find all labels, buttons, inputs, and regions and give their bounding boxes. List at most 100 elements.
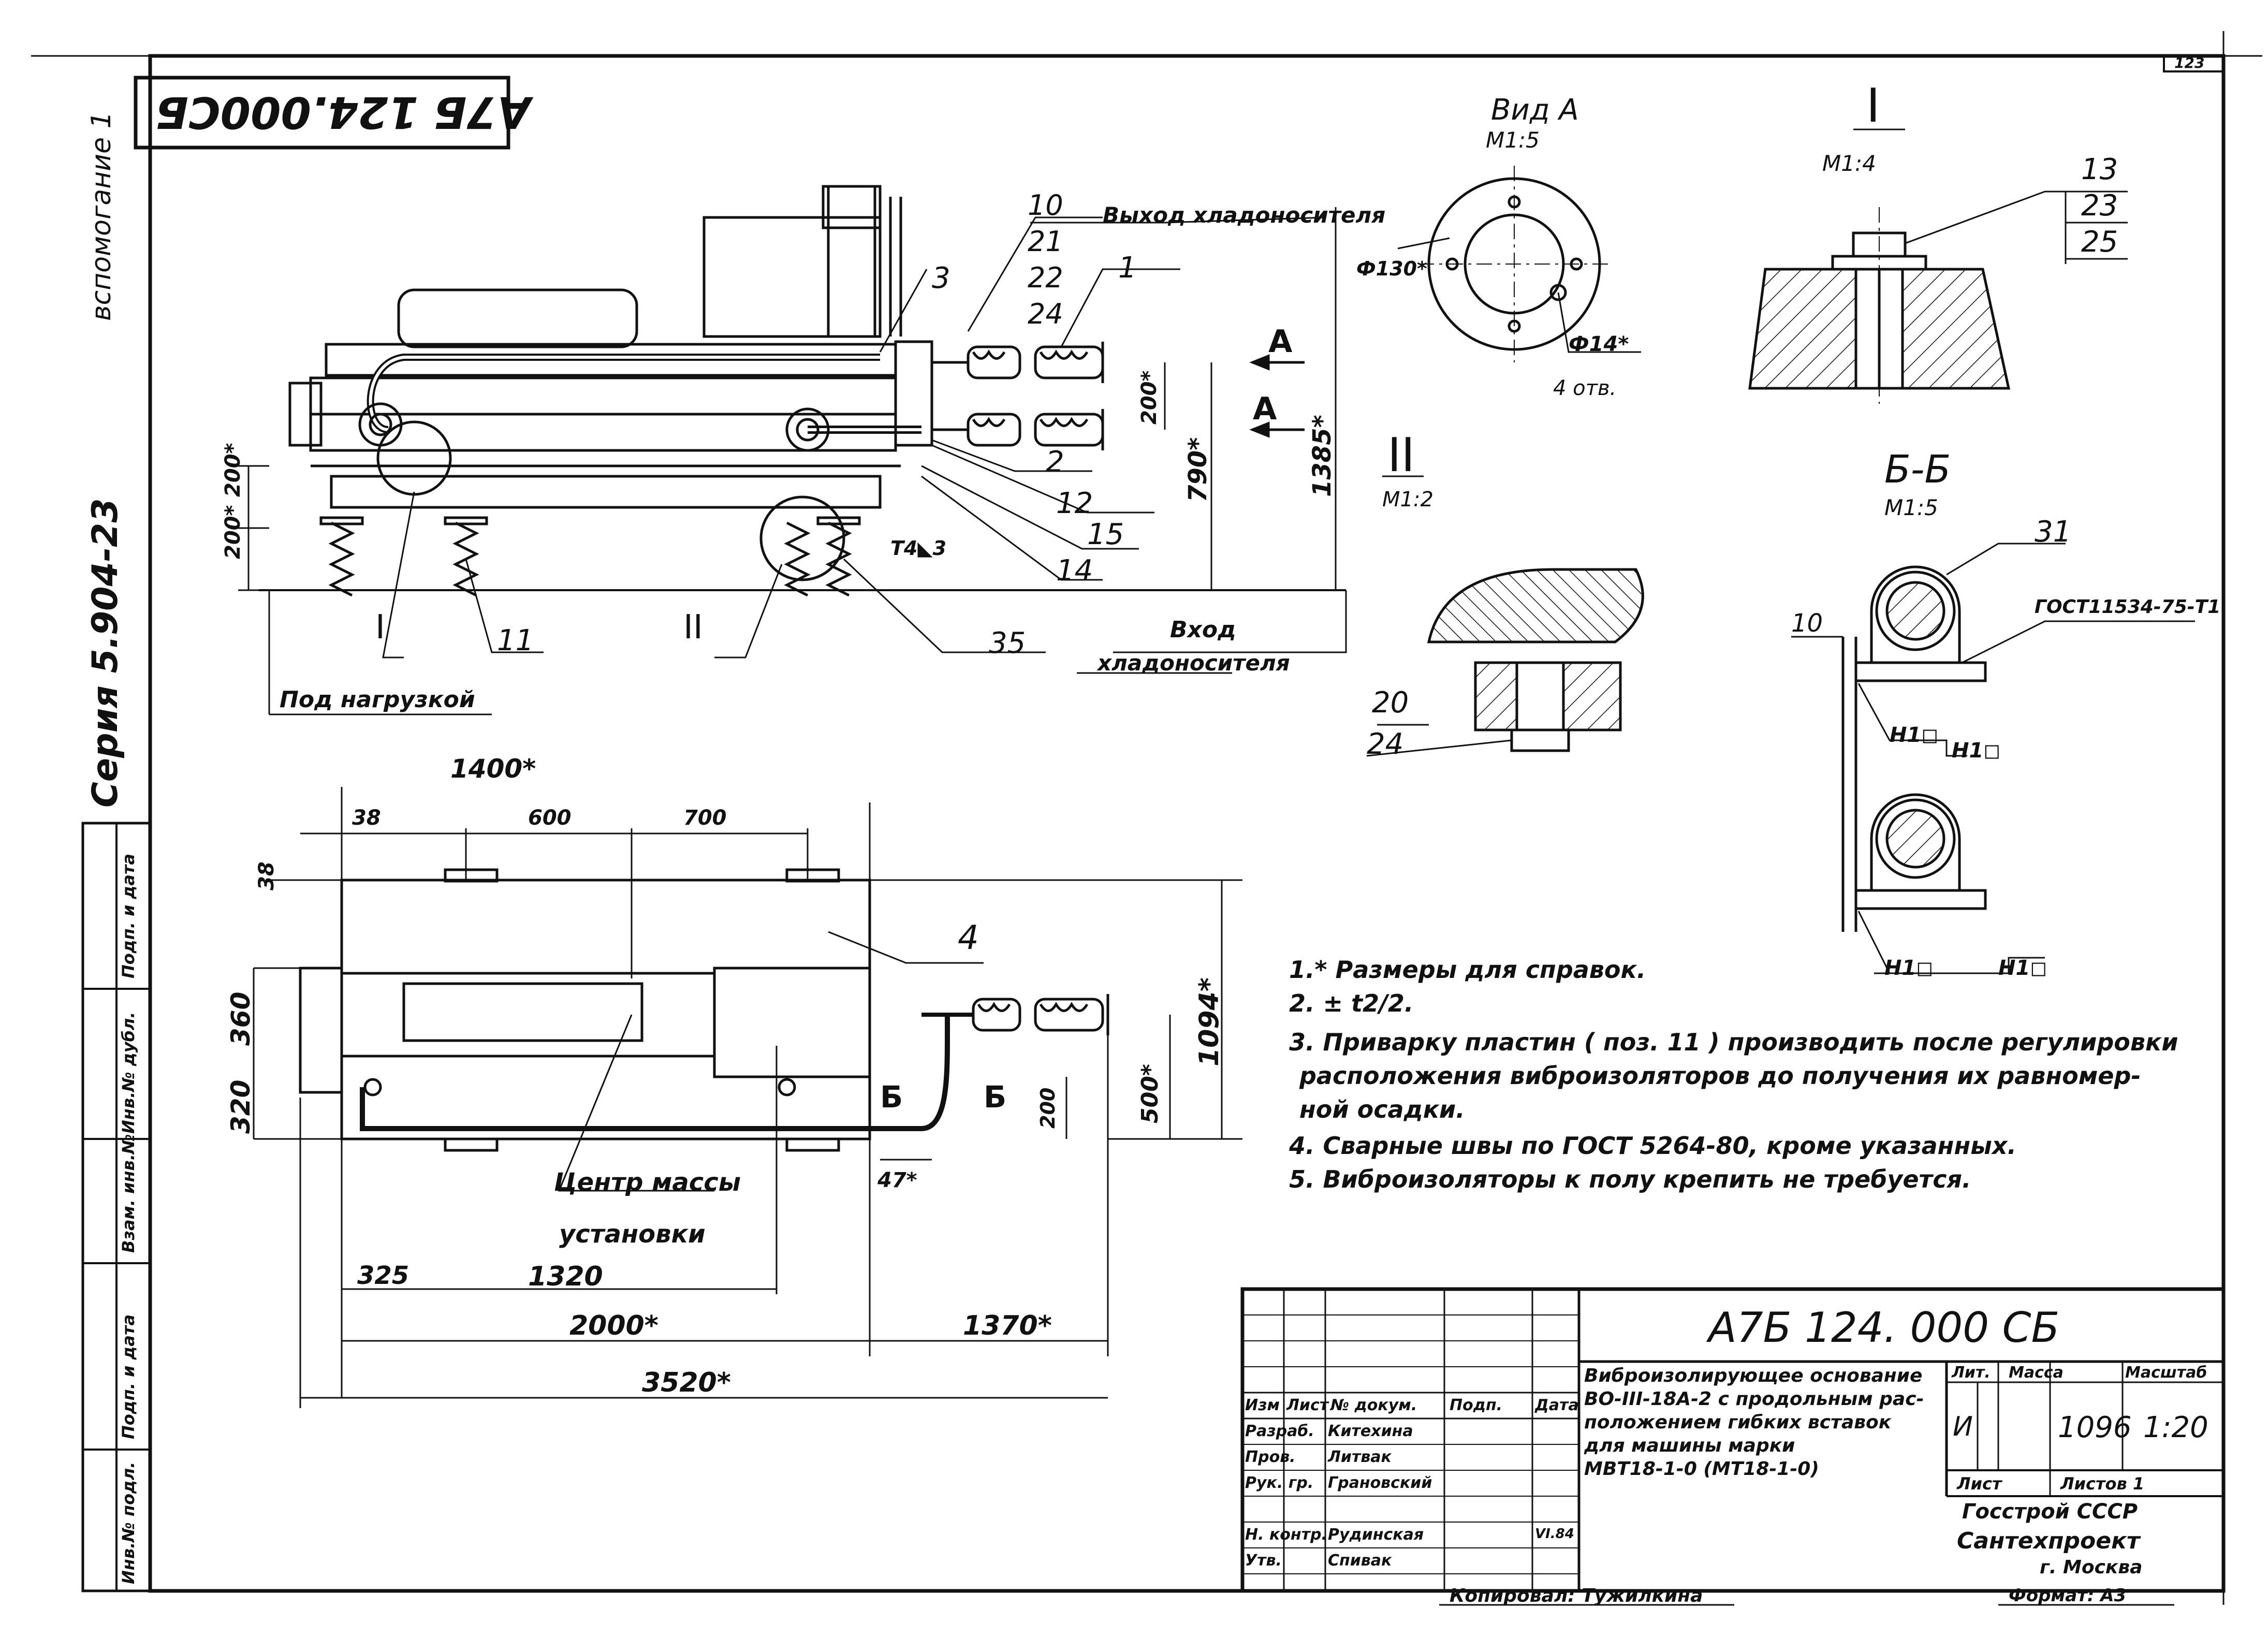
tb-role-3: Рук. гр. xyxy=(1245,1474,1314,1492)
dim-1385: 1385* xyxy=(1308,415,1337,497)
tb-role-2: Пров. xyxy=(1245,1448,1296,1466)
tb-col-izm: Изм xyxy=(1245,1396,1280,1414)
section-bb-gost: ГОСТ11534-75-Т1 xyxy=(2035,596,2221,618)
callout-21: 21 xyxy=(1028,225,1063,258)
tb-name-1: Виброизолирующее основание xyxy=(1584,1365,1923,1386)
callout-4: 4 xyxy=(958,919,979,957)
tb-org-3: г. Москва xyxy=(2040,1557,2143,1578)
note-2: 2. ± t2/2. xyxy=(1289,989,1414,1017)
section-bb-callout-10: 10 xyxy=(1791,609,1823,638)
callout-detail-2: II xyxy=(683,608,703,647)
tb-designation: А7Б 124. 000 СБ xyxy=(1708,1304,2060,1352)
side-note: вспомогание 1 xyxy=(86,111,117,321)
detail-2-title: II xyxy=(1387,428,1415,482)
dim-1320: 1320 xyxy=(528,1261,603,1292)
binding-col-3: Подп. и дата xyxy=(119,853,138,978)
view-a-holes: 4 отв. xyxy=(1553,376,1617,400)
dim-47: 47* xyxy=(877,1168,917,1192)
tb-col-list: Лист xyxy=(1286,1396,1329,1414)
view-a-dia-holes: Ф14* xyxy=(1569,332,1629,356)
tb-scale-value: 1:20 xyxy=(2143,1411,2208,1444)
tb-col-doc: № докум. xyxy=(1330,1396,1417,1414)
front-view xyxy=(238,185,1347,715)
tb-org-2: Сантехпроект xyxy=(1957,1528,2140,1554)
detail-1-title: I xyxy=(1866,79,1880,133)
tb-role-5: Н. контр. xyxy=(1245,1526,1327,1544)
section-b-right: Б xyxy=(984,1079,1007,1115)
binding-col-2: Инв.№ дубл. xyxy=(119,1012,138,1134)
callout-3: 3 xyxy=(932,261,950,295)
tb-name-row-5: Рудинская xyxy=(1328,1526,1424,1544)
center-of-mass-1: Центр массы xyxy=(554,1168,741,1197)
tb-lit-header: Лит. xyxy=(1952,1364,1991,1382)
dim-200-b: 200* xyxy=(221,443,245,497)
note-3-cont-2: ной осадки. xyxy=(1299,1095,1465,1123)
dim-600: 600 xyxy=(528,806,572,830)
section-a-lower: А xyxy=(1253,391,1277,427)
binding-col-1: Взам. инв.№ xyxy=(119,1134,138,1253)
tb-name-2: ВО-III-18А-2 с продольным рас- xyxy=(1584,1388,1924,1410)
tb-mass-header: Масса xyxy=(2009,1364,2064,1382)
tb-format: Формат: А3 xyxy=(2009,1585,2127,1606)
detail-1-callout-25: 25 xyxy=(2081,225,2118,259)
note-1: 1.* Размеры для справок. xyxy=(1289,956,1646,984)
title-block-lines xyxy=(1240,1287,2226,1606)
tb-sheet-label: Лист xyxy=(1957,1474,2002,1494)
plan-view xyxy=(253,787,1242,1408)
dim-2000: 2000* xyxy=(569,1310,659,1341)
callout-22: 22 xyxy=(1028,261,1063,294)
detail-1-callout-23: 23 xyxy=(2081,189,2118,223)
tb-date: VI.84 xyxy=(1535,1526,1574,1542)
outlet-label: Выход хладоносителя xyxy=(1103,202,1386,228)
detail-1-callout-13: 13 xyxy=(2081,153,2118,186)
callout-24: 24 xyxy=(1028,298,1063,330)
detail-1 xyxy=(1748,128,2128,404)
callout-15: 15 xyxy=(1087,518,1124,551)
under-load-label: Под нагрузкой xyxy=(280,686,475,713)
stamp-code: А7Б 124.000СБ xyxy=(155,87,531,138)
series-label: Серия 5.904-23 xyxy=(85,498,126,808)
binding-col-5: Инв.№ подл. xyxy=(119,1461,138,1584)
section-bb-weld-4: Н1◻ xyxy=(1998,956,2047,980)
dim-360: 360 xyxy=(226,991,256,1046)
dim-325: 325 xyxy=(357,1261,409,1290)
callout-12: 12 xyxy=(1056,487,1093,520)
tb-scale-header: Масштаб xyxy=(2125,1364,2207,1382)
callout-14: 14 xyxy=(1056,554,1093,588)
tb-name-row-6: Спивак xyxy=(1328,1552,1392,1570)
detail-1-scale: М1:4 xyxy=(1822,151,1876,176)
dim-790: 790* xyxy=(1183,437,1212,502)
center-of-mass-2: установки xyxy=(559,1220,706,1249)
tb-sheets-label: Листов 1 xyxy=(2060,1474,2145,1494)
tb-col-sign: Подп. xyxy=(1450,1396,1503,1414)
view-a-title: Вид А xyxy=(1491,93,1579,127)
dim-200-a: 200* xyxy=(221,505,245,559)
dim-1370: 1370* xyxy=(963,1310,1052,1341)
tb-name-5: МВТ18-1-0 (МТ18-1-0) xyxy=(1584,1458,1819,1480)
callout-1: 1 xyxy=(1118,251,1137,285)
callout-35: 35 xyxy=(989,626,1026,660)
tb-org-1: Госстрой СССР xyxy=(1962,1500,2138,1524)
section-bb-weld-3: Н1◻ xyxy=(1884,956,1934,980)
detail-2-callout-20: 20 xyxy=(1372,686,1409,720)
section-b-left: Б xyxy=(880,1079,903,1115)
tb-name-3: положением гибких вставок xyxy=(1584,1412,1892,1433)
section-a-upper: А xyxy=(1268,324,1293,360)
dim-320: 320 xyxy=(226,1079,256,1134)
view-a-scale: М1:5 xyxy=(1486,127,1540,153)
tb-copied: Копировал: Тужилкина xyxy=(1450,1585,1703,1606)
section-bb xyxy=(1791,543,2195,974)
tb-lit-value: И xyxy=(1953,1411,1973,1442)
dim-500: 500* xyxy=(1137,1064,1163,1123)
section-bb-weld-1: Н1◻ xyxy=(1890,723,1939,747)
inlet-label-2: хладоносителя xyxy=(1098,650,1290,676)
weld-mark: Т4◣3 xyxy=(890,537,947,560)
tb-name-4: для машины марки xyxy=(1584,1435,1795,1456)
tb-name-row-2: Литвак xyxy=(1328,1448,1392,1466)
page-number: 123 xyxy=(2174,54,2205,71)
dim-1094: 1094* xyxy=(1194,977,1225,1066)
section-bb-weld-2: Н1◻ xyxy=(1952,739,2001,763)
detail-2-callout-24: 24 xyxy=(1367,727,1404,761)
note-3: 3. Приварку пластин ( поз. 11 ) производ… xyxy=(1289,1028,2178,1056)
